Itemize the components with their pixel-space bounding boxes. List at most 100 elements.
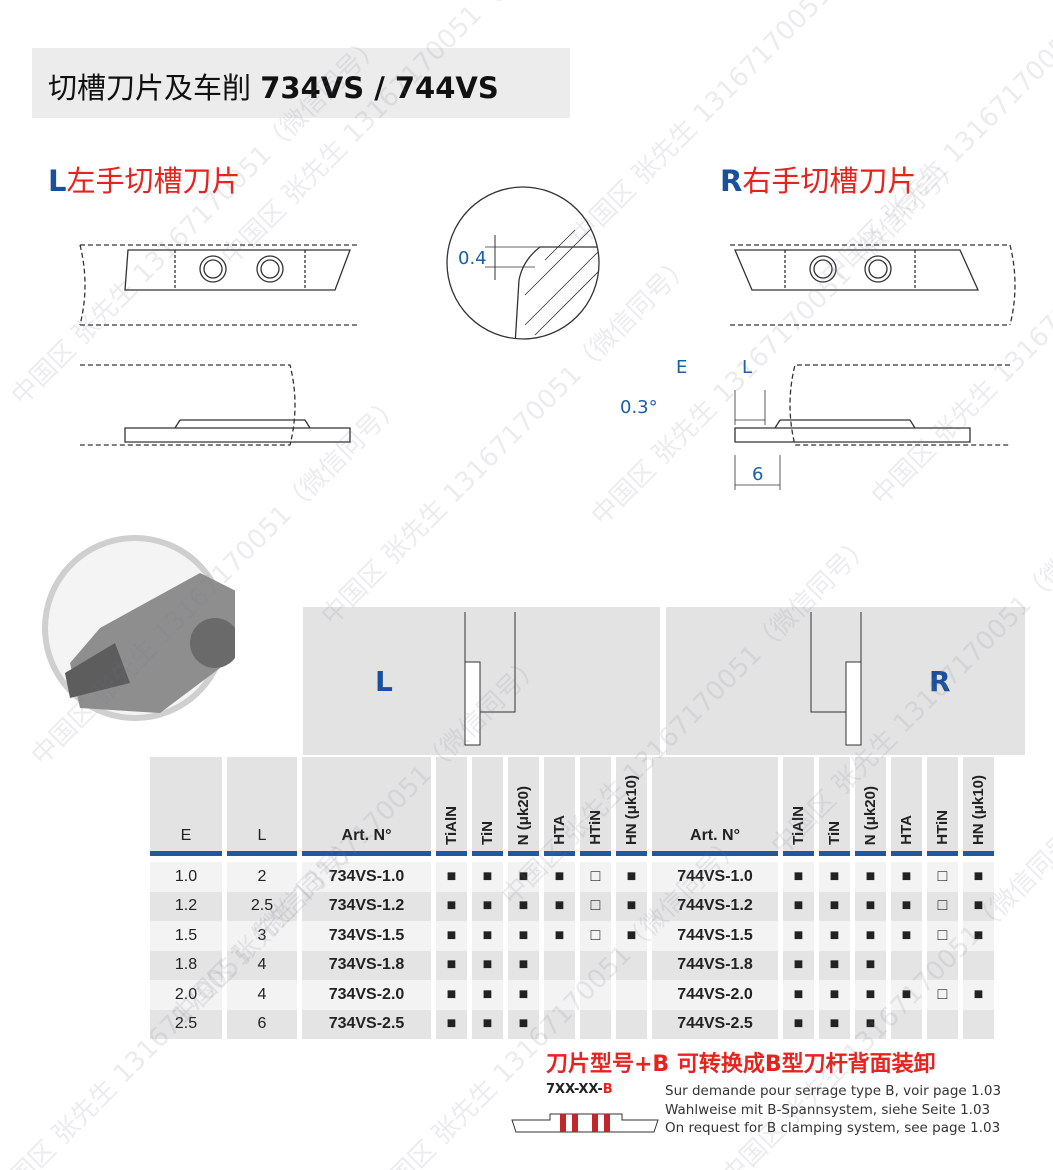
cell-right-grade: ■ xyxy=(819,921,850,951)
cell-right-grade: ■ xyxy=(783,862,814,892)
cell-left-grade: ■ xyxy=(508,950,539,980)
cell-right-grade: ■ xyxy=(855,891,886,921)
cell-l: 2 xyxy=(227,862,297,892)
col-hn: HN (μk10) xyxy=(970,774,987,845)
cell-right-grade: ■ xyxy=(855,980,886,1010)
col-hta: HTA xyxy=(551,815,568,845)
cell-right-grade: □ xyxy=(927,980,958,1010)
cell-left-grade: ■ xyxy=(472,921,503,951)
title-banner: 切槽刀片及车削 734VS / 744VS xyxy=(32,48,570,118)
cell-right-grade: ■ xyxy=(783,980,814,1010)
b-type-insert-drawing xyxy=(511,1113,659,1133)
cell-left-grade: ■ xyxy=(544,921,575,951)
right-insert-drawing xyxy=(730,244,1016,490)
note-en: On request for B clamping system, see pa… xyxy=(665,1120,1001,1136)
cell-left-grade xyxy=(616,1009,647,1039)
note-fr: Sur demande pour serrage type B, voir pa… xyxy=(665,1083,1002,1099)
b-type-note: 刀片型号+B 可转换成B型刀杆背面装卸 xyxy=(546,1052,936,1077)
cell-right-grade: ■ xyxy=(855,1009,886,1039)
cell-left-grade xyxy=(616,950,647,980)
dim-e: E xyxy=(676,357,688,378)
cell-left-grade: ■ xyxy=(436,1009,467,1039)
cell-left-grade: ■ xyxy=(436,891,467,921)
cell-left-art: 734VS-2.0 xyxy=(302,980,431,1010)
dim-l: L xyxy=(742,357,753,378)
insert-photo xyxy=(42,535,235,721)
cell-left-grade: ■ xyxy=(508,862,539,892)
cell-right-grade xyxy=(927,1009,958,1039)
dim-angle: 0.3° xyxy=(620,397,658,418)
cell-left-grade: □ xyxy=(580,862,611,892)
cell-right-grade: ■ xyxy=(783,950,814,980)
col-tin: TiN xyxy=(826,821,843,845)
edge-radius-detail xyxy=(446,186,600,340)
cell-e: 1.2 xyxy=(150,891,222,921)
cell-right-grade: ■ xyxy=(963,921,994,951)
cell-right-grade xyxy=(963,950,994,980)
col-n: N (μk20) xyxy=(515,785,532,845)
cell-left-grade: ■ xyxy=(508,921,539,951)
col-hn: HN (μk10) xyxy=(623,774,640,845)
cell-right-grade: ■ xyxy=(891,980,922,1010)
radius-label: 0.4 xyxy=(458,248,487,269)
cell-right-art: 744VS-1.2 xyxy=(652,891,778,921)
cell-left-grade: ■ xyxy=(436,921,467,951)
cell-right-grade: ■ xyxy=(819,862,850,892)
cell-right-grade: ■ xyxy=(819,891,850,921)
cell-l: 3 xyxy=(227,921,297,951)
cell-right-grade: ■ xyxy=(783,1009,814,1039)
cell-left-grade: ■ xyxy=(508,1009,539,1039)
page-title: 切槽刀片及车削 734VS / 744VS xyxy=(48,71,499,105)
cell-right-art: 744VS-1.0 xyxy=(652,862,778,892)
cell-e: 1.8 xyxy=(150,950,222,980)
col-tialn: TiAlN xyxy=(790,806,807,845)
cell-left-grade: ■ xyxy=(544,862,575,892)
cell-right-grade: ■ xyxy=(819,1009,850,1039)
cell-right-grade: ■ xyxy=(855,862,886,892)
cell-left-grade: ■ xyxy=(436,950,467,980)
col-htin: HTiN xyxy=(934,810,951,845)
left-section-label: L xyxy=(375,665,393,698)
cell-right-grade: □ xyxy=(927,891,958,921)
col-e: E xyxy=(150,757,222,856)
col-htin: HTiN xyxy=(587,810,604,845)
left-tool-icon xyxy=(464,612,516,746)
cell-left-grade: ■ xyxy=(472,1009,503,1039)
col-art-right: Art. N° xyxy=(652,757,778,856)
cell-left-grade: ■ xyxy=(616,862,647,892)
dim-width: 6 xyxy=(752,464,764,485)
right-section-label: R xyxy=(929,665,951,698)
cell-right-grade: ■ xyxy=(891,862,922,892)
cell-left-grade xyxy=(544,980,575,1010)
cell-right-grade: ■ xyxy=(855,950,886,980)
cell-l: 4 xyxy=(227,980,297,1010)
cell-left-art: 734VS-1.5 xyxy=(302,921,431,951)
cell-right-art: 744VS-2.5 xyxy=(652,1009,778,1039)
col-tialn: TiAlN xyxy=(443,806,460,845)
cell-right-grade: ■ xyxy=(891,891,922,921)
cell-right-grade: ■ xyxy=(819,980,850,1010)
cell-left-grade: ■ xyxy=(472,950,503,980)
right-hand-heading: R右手切槽刀片 xyxy=(720,164,917,198)
cell-l: 2.5 xyxy=(227,891,297,921)
cell-right-grade xyxy=(927,950,958,980)
cell-right-art: 744VS-1.5 xyxy=(652,921,778,951)
col-hta: HTA xyxy=(898,815,915,845)
cell-left-grade: □ xyxy=(580,921,611,951)
cell-l: 4 xyxy=(227,950,297,980)
cell-right-grade: ■ xyxy=(855,921,886,951)
cell-right-art: 744VS-1.8 xyxy=(652,950,778,980)
cell-left-grade: ■ xyxy=(472,862,503,892)
cell-left-art: 734VS-1.2 xyxy=(302,891,431,921)
cell-e: 1.0 xyxy=(150,862,222,892)
cell-right-art: 744VS-2.0 xyxy=(652,980,778,1010)
cell-left-grade: ■ xyxy=(436,862,467,892)
note-de: Wahlweise mit B-Spannsystem, siehe Seite… xyxy=(665,1101,991,1118)
